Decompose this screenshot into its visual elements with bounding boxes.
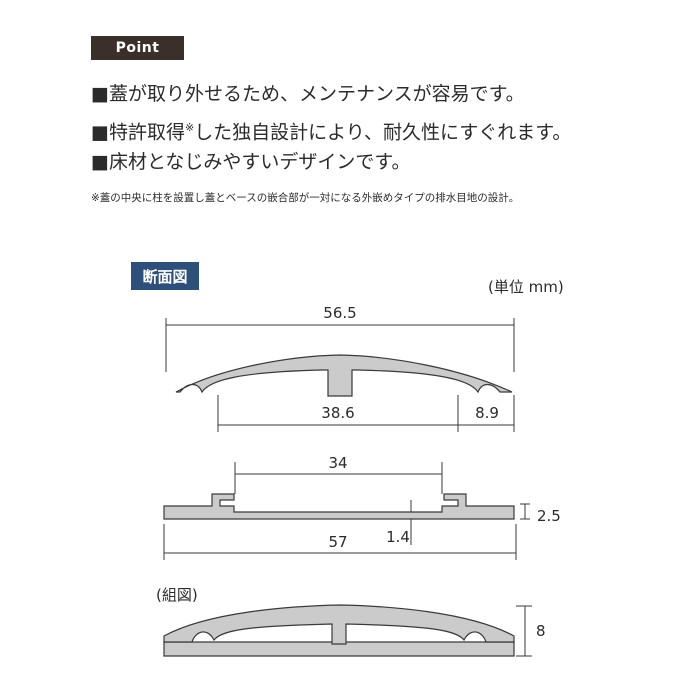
- cover-width-label: 56.5: [323, 304, 356, 322]
- section-badge: 断面図: [131, 262, 199, 290]
- assembly-profile: [163, 604, 515, 657]
- assembly-label: (組図): [156, 586, 198, 604]
- base-inner-label: 34: [328, 454, 347, 472]
- cover-inner-label: 38.6: [321, 404, 354, 422]
- base-width-label: 57: [328, 533, 347, 551]
- cover-dimensions: [165, 318, 515, 432]
- feature-item-patent: ■特許取得※した独自設計により、耐久性にすぐれます。: [91, 116, 572, 144]
- feature-list: ■蓋が取り外せるため、メンテナンスが容易です。 ■特許取得※した独自設計により、…: [91, 82, 571, 184]
- feature-item-design: ■床材となじみやすいデザインです。: [91, 151, 411, 173]
- base-dimensions: [163, 462, 530, 560]
- base-height-label: 2.5: [537, 507, 561, 525]
- feature-item-maintenance: ■蓋が取り外せるため、メンテナンスが容易です。: [91, 83, 525, 105]
- point-badge: Point: [91, 36, 184, 60]
- base-thickness-label: 1.4: [386, 528, 410, 546]
- cover-edge-label: 8.9: [475, 404, 499, 422]
- feature-item-patent-text: ■特許取得: [91, 121, 185, 144]
- feature-item-patent-rest: した独自設計により、耐久性にすぐれます。: [194, 121, 572, 144]
- assembly-height-label: 8: [536, 622, 546, 640]
- unit-label: (単位 mm): [488, 278, 564, 296]
- assembly-dimensions: [516, 605, 532, 657]
- base-profile: [163, 493, 515, 520]
- cover-profile: [175, 354, 513, 397]
- footnote: ※蓋の中央に柱を設置し蓋とベースの嵌合部が一対になる外嵌めタイプの排水目地の設計…: [91, 192, 520, 204]
- patent-note-mark: ※: [184, 121, 195, 134]
